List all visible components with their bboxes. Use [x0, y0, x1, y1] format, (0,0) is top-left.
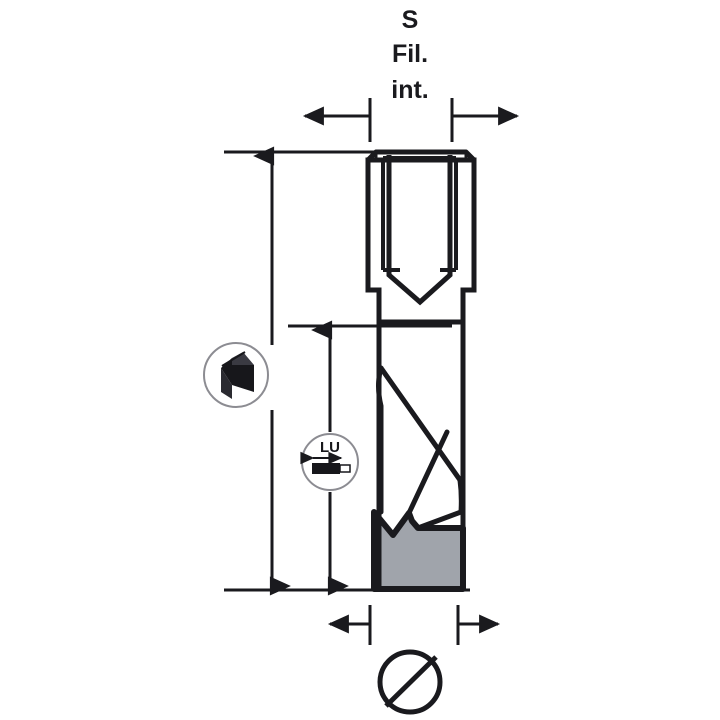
lu-badge-label: LU — [320, 439, 340, 456]
shank-dimension-label: S — [402, 6, 419, 34]
panel-block-icon — [221, 351, 254, 399]
thread-label-line2: int. — [391, 76, 429, 104]
diameter-slash-icon — [384, 655, 438, 708]
flute-helix-lower — [415, 477, 464, 531]
internal-thread-bore — [386, 155, 453, 306]
lu-bar-tip — [339, 464, 351, 473]
flute-line-left — [376, 365, 384, 515]
thread-crest-lines — [381, 158, 458, 270]
flute-helix-upper — [378, 365, 463, 483]
shank-top-chamfer — [366, 149, 476, 162]
flute-edge-inner — [406, 429, 450, 516]
shank-diameter-dimension — [302, 98, 520, 142]
shank-outline — [365, 157, 477, 325]
diameter-circle-icon — [377, 649, 443, 715]
cutting-length-badge[interactable]: LU — [300, 433, 359, 491]
title-block: S Fil. int. — [391, 6, 429, 104]
cutting-diameter-dimension — [327, 605, 501, 645]
cutting-length-bar-icon — [300, 451, 351, 474]
tool-geometry — [365, 149, 477, 592]
diameter-symbol — [377, 649, 443, 715]
shank-top-ticks — [374, 152, 468, 158]
thread-label-line1: Fil. — [392, 40, 428, 68]
carbide-cutting-tip — [371, 509, 466, 592]
lu-bar-solid — [312, 463, 340, 474]
material-panel-badge[interactable] — [203, 342, 269, 408]
